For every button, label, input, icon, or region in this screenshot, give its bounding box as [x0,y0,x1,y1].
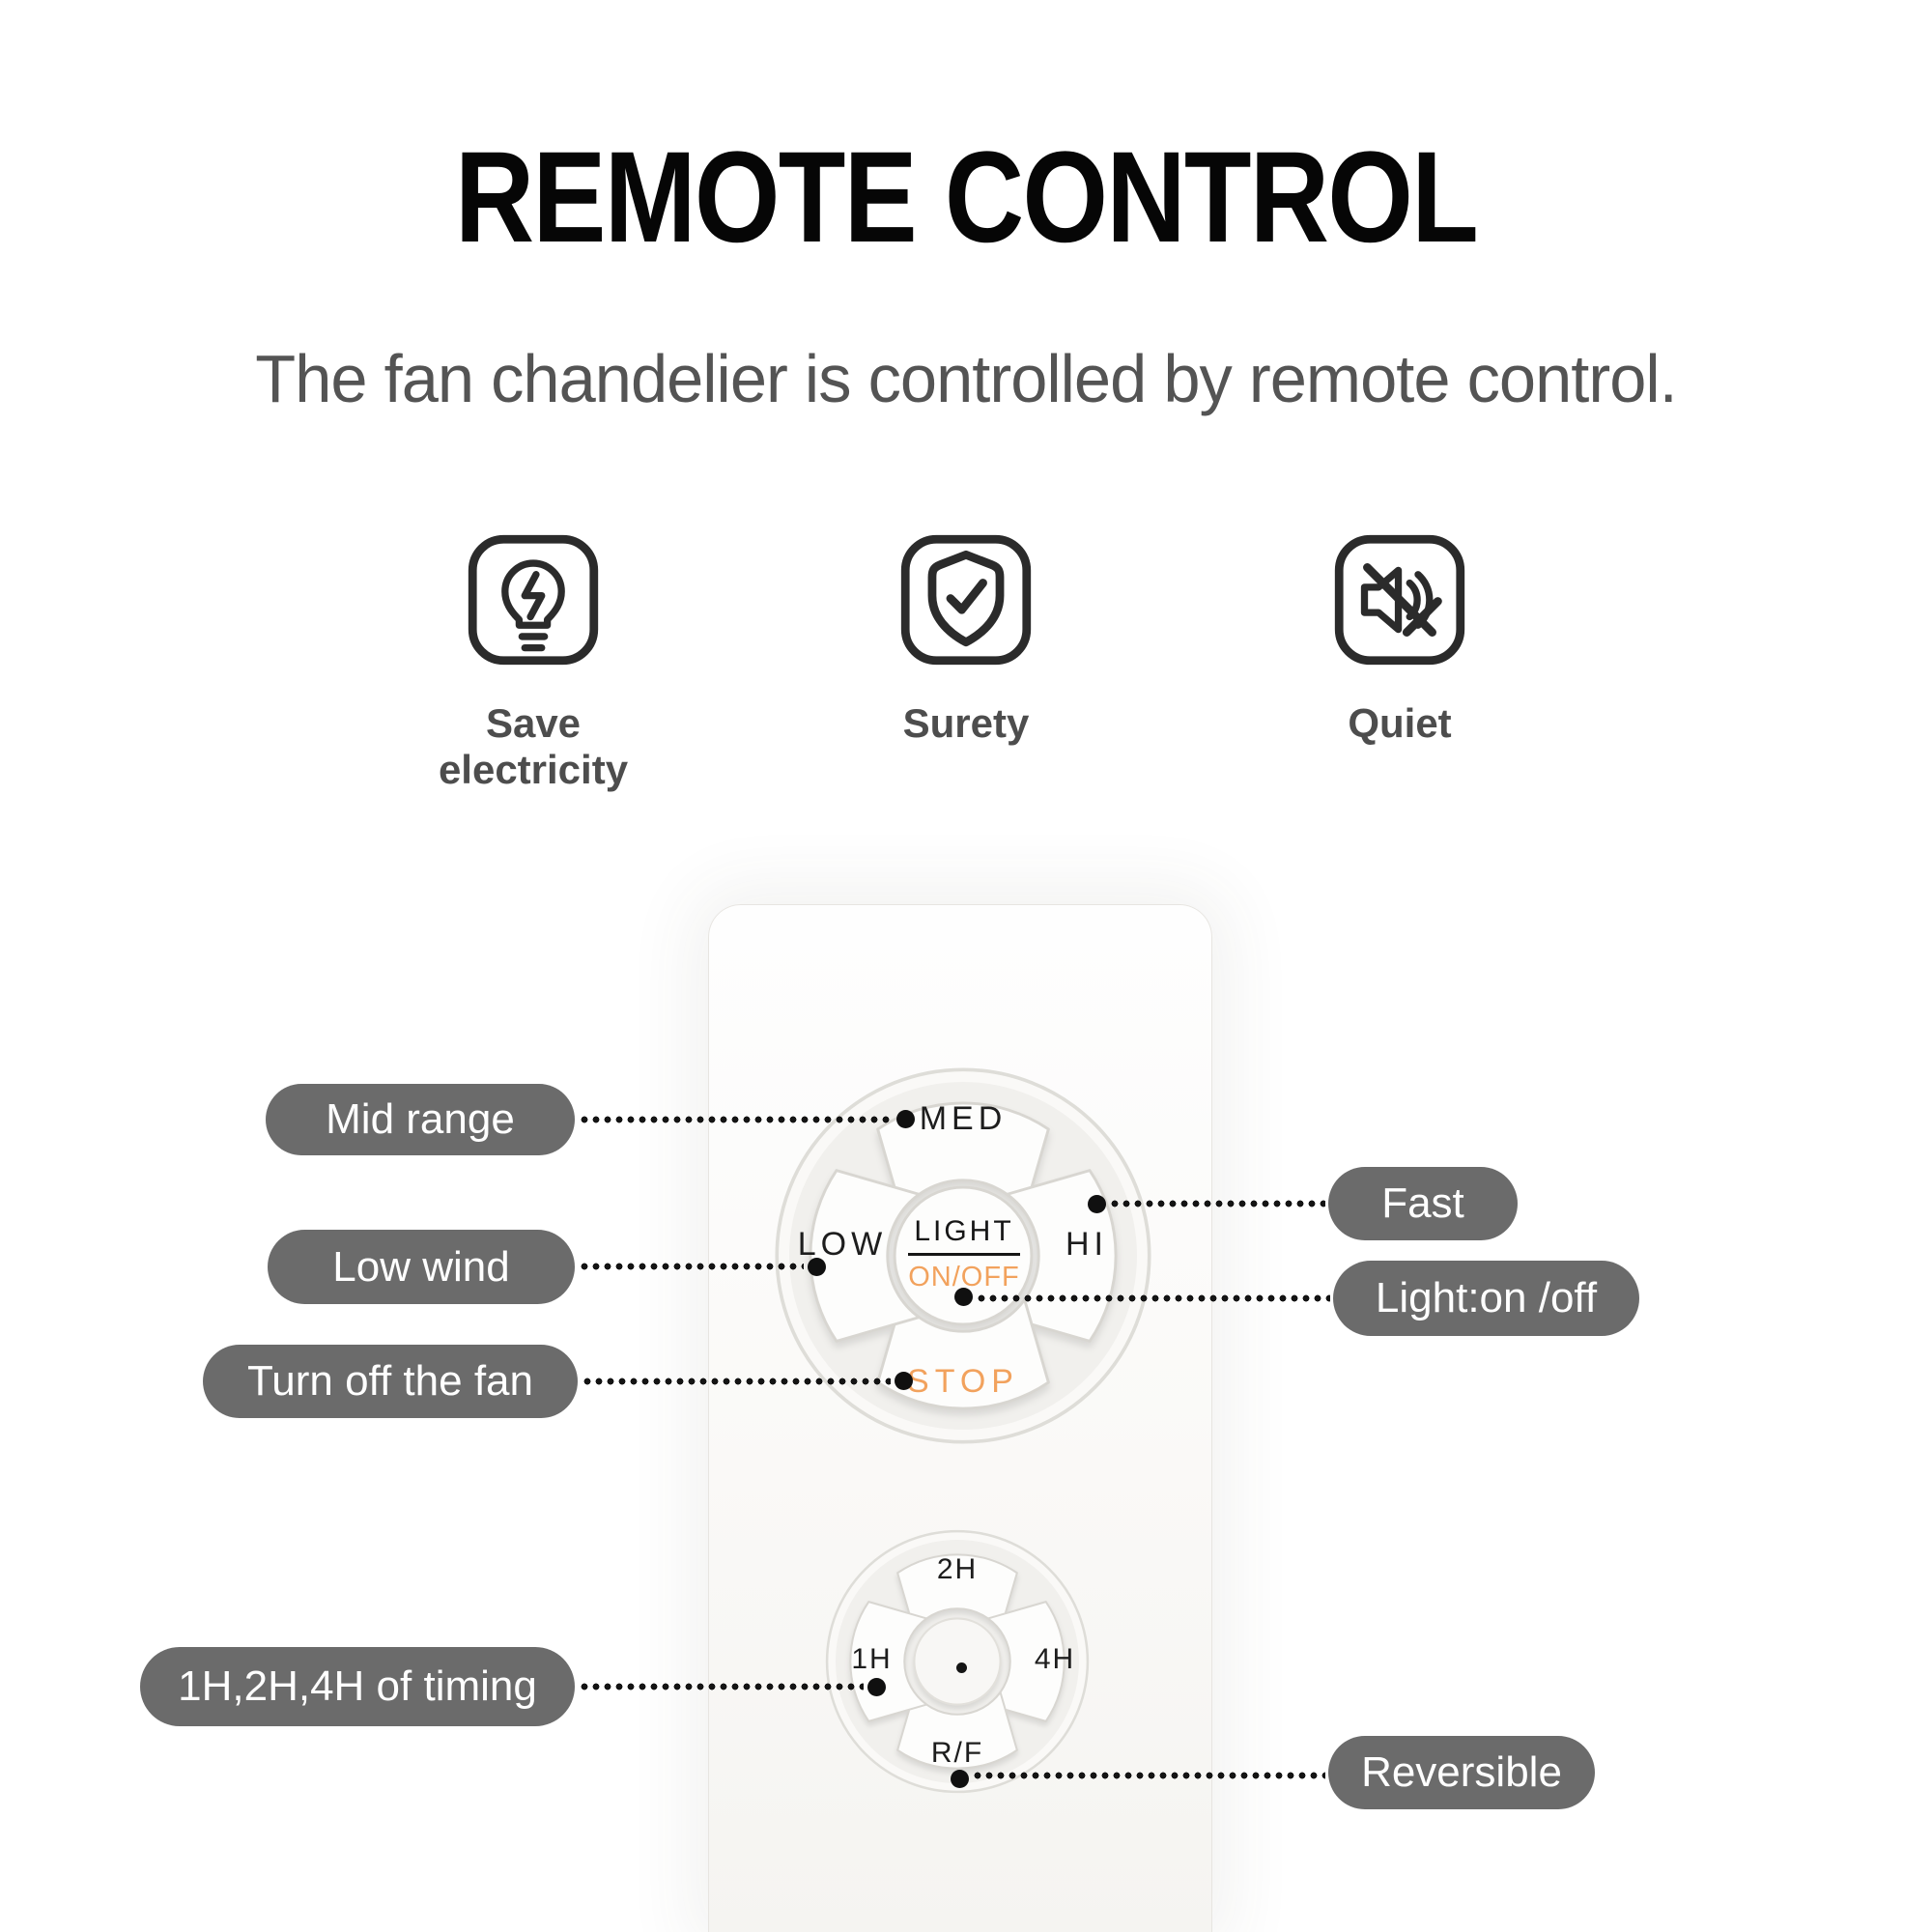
callout-line-turn-off-fan [582,1378,891,1385]
page-title: REMOTE CONTROL [454,126,1479,270]
callout-line-mid-range [580,1116,891,1123]
callout-line-reversible [973,1772,1325,1779]
timer-1h-label: 1H [851,1643,893,1675]
timer-4h-label: 4H [1034,1643,1076,1675]
light-on-off-button[interactable]: LIGHT ON/OFF [900,1190,1028,1318]
fan-speed-dpad-graphic [775,1067,1151,1444]
callout-turn-off-fan: Turn off the fan [203,1345,578,1418]
timer-2h-label: 2H [936,1553,979,1585]
feature-item-save-electricity: Save electricity [388,529,678,793]
med-button-label: MED [919,1099,1008,1137]
shield-check-icon [900,534,1032,666]
callout-fast: Fast [1328,1167,1518,1240]
reverse-forward-button[interactable]: R/F [895,1715,1020,1792]
low-button-label: LOW [797,1225,888,1263]
stop-button-label: STOP [907,1362,1019,1400]
speaker-mute-icon [1334,534,1465,666]
callout-line-timing [580,1683,864,1690]
feature-item-quiet: Quiet [1255,529,1545,747]
timer-dpad-graphic [825,1529,1090,1794]
feature-label: Save electricity [438,700,629,792]
on-off-button-label: ON/OFF [908,1261,1020,1293]
callout-dot-1h [867,1678,886,1696]
callout-dot-low [808,1258,826,1276]
timer-4h-button[interactable]: 4H [997,1621,1113,1698]
feature-label: Surety [902,700,1030,746]
light-button-label: LIGHT [908,1215,1020,1256]
callout-reversible: Reversible [1328,1736,1595,1809]
hi-speed-button[interactable]: HI [1014,1172,1159,1317]
med-speed-button[interactable]: MED [867,1070,1060,1167]
callout-line-light-on-off [977,1294,1330,1302]
callout-line-low-wind [580,1263,804,1270]
timer-2h-button[interactable]: 2H [895,1531,1020,1608]
callout-light-on-off: Light:on /off [1333,1261,1639,1336]
low-speed-button[interactable]: LOW [770,1172,915,1317]
feature-item-surety: Surety [821,529,1111,747]
callout-dot-rf [951,1770,969,1788]
callout-dot-stop [895,1372,913,1390]
bulb-lightning-icon [468,534,599,666]
callout-low-wind: Low wind [268,1230,575,1304]
callout-line-fast [1110,1200,1325,1208]
hi-button-label: HI [1065,1225,1108,1263]
stop-fan-button[interactable]: STOP [867,1331,1060,1432]
timer-1h-button[interactable]: 1H [816,1621,927,1698]
callout-dot-light [954,1288,973,1306]
feature-label: Quiet [1348,700,1452,746]
page-subtitle: The fan chandelier is controlled by remo… [255,341,1677,416]
callout-mid-range: Mid range [266,1084,575,1155]
callout-dot-hi [1088,1195,1106,1213]
callout-dot-med [896,1110,915,1128]
reverse-forward-label: R/F [930,1737,984,1769]
timer-dpad-center-dot [956,1662,967,1673]
callout-timing: 1H,2H,4H of timing [140,1647,575,1726]
